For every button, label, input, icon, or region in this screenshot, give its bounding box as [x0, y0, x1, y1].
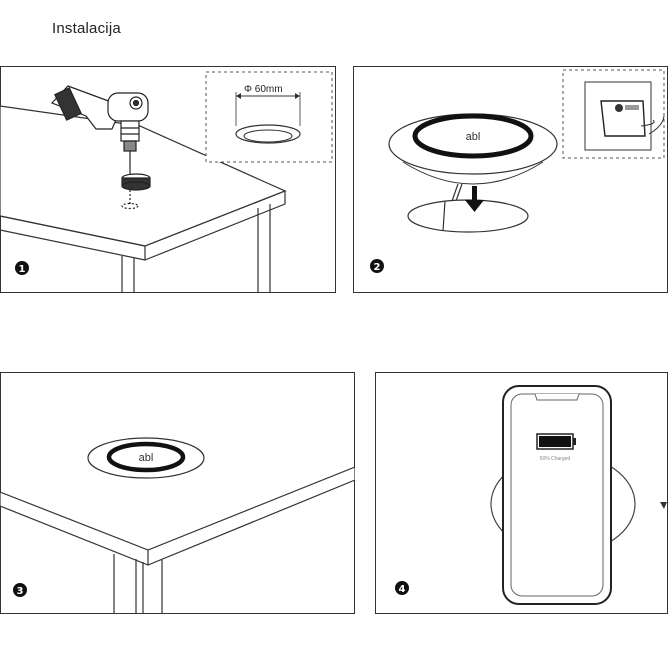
step-1-panel: Φ 60mm 1: [0, 66, 336, 293]
step-1-illustration: Φ 60mm 1: [0, 66, 336, 293]
step-2-illustration: abl 2: [353, 66, 668, 293]
arrow-icon: [660, 502, 667, 509]
smartphone-icon: [502, 385, 612, 605]
adapter-inset: [562, 69, 665, 159]
step-3-number: 3: [17, 586, 24, 597]
down-arrow-icon: [465, 186, 484, 212]
page-title: Instalacija: [52, 20, 121, 37]
step-3-badge: 3: [13, 583, 27, 597]
charger-puck-icon: [87, 437, 205, 479]
hole-inset: [205, 71, 333, 163]
step-3-panel: abl 3: [0, 372, 355, 614]
step-4-illustration: 50% Charged 4: [375, 372, 668, 614]
drill-icon: [50, 85, 151, 210]
step-4-panel: 50% Charged 4: [375, 372, 668, 614]
step-4-number: 4: [399, 584, 406, 595]
step-2-brand: abl: [466, 131, 481, 143]
step-4-badge: 4: [395, 581, 409, 595]
step-1-number: 1: [19, 264, 26, 275]
table: [0, 466, 355, 614]
step-1-badge: 1: [15, 261, 29, 275]
battery-icon: [536, 433, 576, 450]
phone-status-text: 50% Charged: [540, 456, 571, 462]
step-3-illustration: abl 3: [0, 372, 355, 614]
step-2-badge: 2: [370, 259, 384, 273]
charger-puck-icon: [388, 113, 558, 222]
step-3-brand: abl: [139, 452, 154, 464]
hole-diameter-label: Φ 60mm: [244, 84, 283, 95]
step-2-number: 2: [374, 262, 381, 273]
step-2-panel: abl 2: [353, 66, 668, 293]
